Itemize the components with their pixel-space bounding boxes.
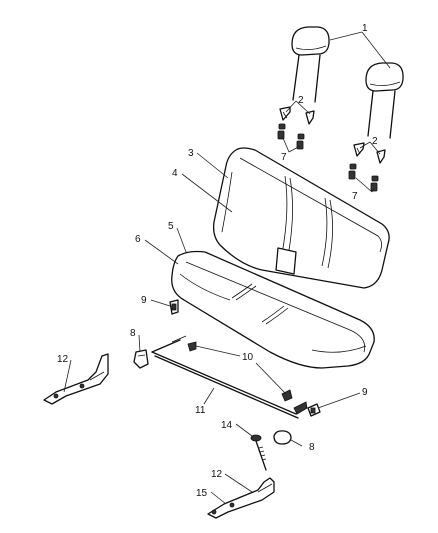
callout-15: 15 (196, 488, 208, 499)
callout-7-right: 7 (352, 191, 358, 202)
headrest-bushing-left-a (277, 123, 286, 140)
callout-1: 1 (362, 23, 368, 34)
callout-14: 14 (221, 420, 233, 431)
callout-8-left: 8 (130, 328, 136, 339)
push-pin-left (169, 299, 179, 315)
callout-12-right: 12 (211, 469, 223, 480)
callout-9-right: 9 (362, 387, 368, 398)
seat-cushion (171, 250, 375, 369)
headrest-left (291, 26, 330, 103)
callout-8-right: 8 (309, 442, 315, 453)
callout-3: 3 (188, 148, 194, 159)
headrest-bushing-right-a (348, 163, 357, 180)
support-rod (151, 335, 308, 419)
fastener-upper (187, 341, 197, 352)
headrest-bushing-left-b (296, 133, 305, 150)
headrest-bushing-right-b (370, 175, 379, 192)
bracket-left (43, 353, 109, 405)
callout-11: 11 (195, 405, 206, 416)
callout-4: 4 (172, 168, 178, 179)
callout-5: 5 (168, 221, 174, 232)
callout-10: 10 (242, 352, 254, 363)
callout-6: 6 (135, 234, 141, 245)
callout-7-left: 7 (281, 152, 287, 163)
headrest-right (365, 62, 404, 139)
callout-2-left: 2 (298, 95, 304, 106)
leader-lines (63, 31, 391, 505)
push-pin-right (307, 403, 321, 417)
headrest-guide-left-b (305, 110, 315, 125)
cap-right (273, 430, 292, 445)
bolt (250, 434, 267, 471)
clip-left (133, 349, 149, 369)
callout-12-left: 12 (57, 354, 69, 365)
callout-9-left: 9 (141, 295, 147, 306)
seat-back (212, 147, 390, 289)
bracket-right (207, 477, 275, 519)
callout-2-right: 2 (372, 136, 378, 147)
headrest-guide-right-a (353, 142, 365, 157)
